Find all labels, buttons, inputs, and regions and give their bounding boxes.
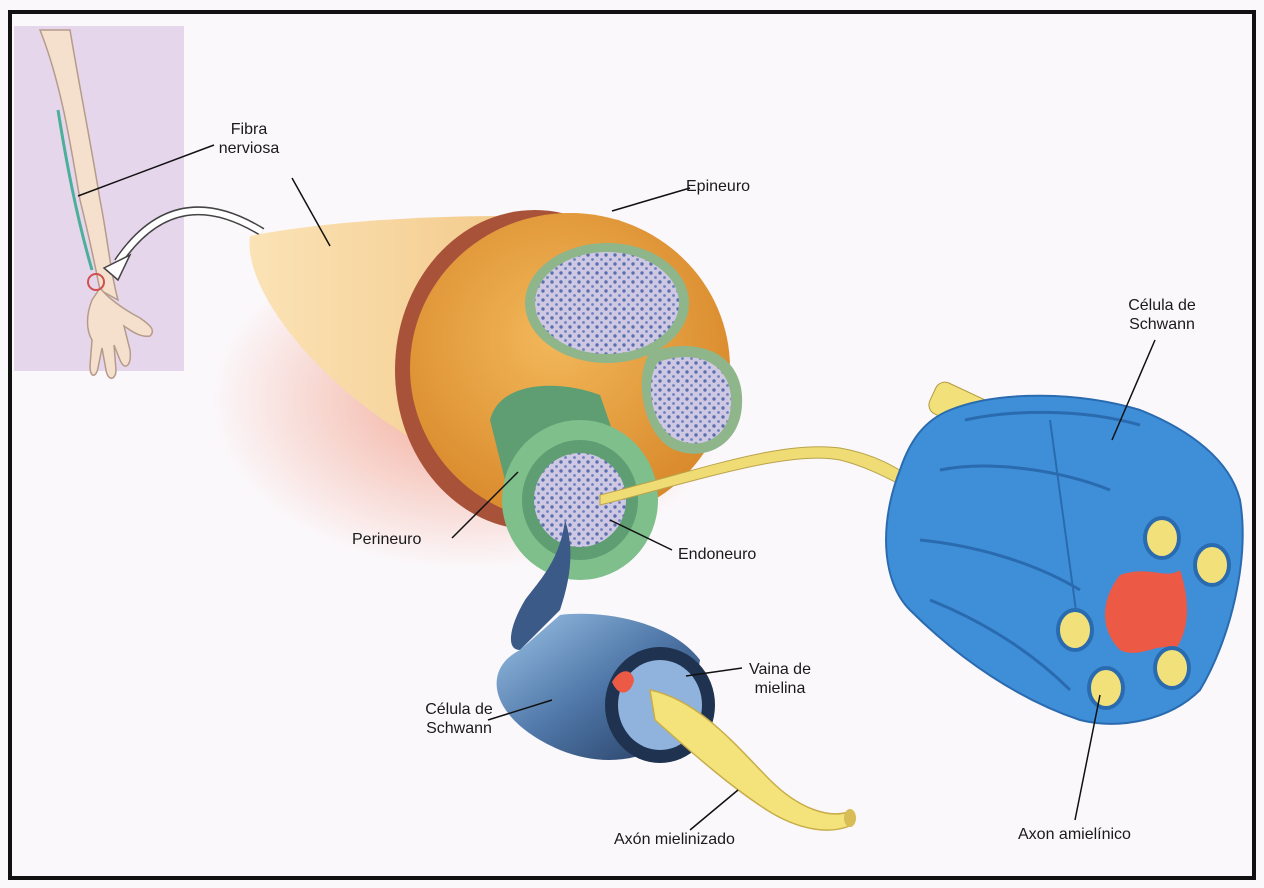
label-celula-schwann-right: Célula de Schwann xyxy=(1112,296,1212,334)
label-epineuro: Epineuro xyxy=(686,177,750,196)
label-fibra-line1: Fibra xyxy=(214,120,284,139)
label-vaina-line1: Vaina de xyxy=(740,660,820,679)
label-fibra-line2: nerviosa xyxy=(214,139,284,158)
label-perineuro: Perineuro xyxy=(352,530,421,549)
label-schwann-left-line2: Schwann xyxy=(418,719,500,738)
bundle-core xyxy=(1105,570,1187,653)
label-vaina-mielina: Vaina de mielina xyxy=(740,660,820,698)
label-axon-amielinico: Axon amielínico xyxy=(1018,825,1131,844)
label-axon-mielinizado: Axón mielinizado xyxy=(614,830,735,849)
label-celula-schwann-left: Célula de Schwann xyxy=(418,700,500,738)
arm-illustration xyxy=(14,26,184,378)
label-schwann-right-line2: Schwann xyxy=(1112,315,1212,334)
label-fibra-nerviosa: Fibra nerviosa xyxy=(214,120,284,158)
label-vaina-line2: mielina xyxy=(740,679,820,698)
label-endoneuro: Endoneuro xyxy=(678,545,756,564)
label-schwann-right-line1: Célula de xyxy=(1112,296,1212,315)
label-schwann-left-line1: Célula de xyxy=(418,700,500,719)
